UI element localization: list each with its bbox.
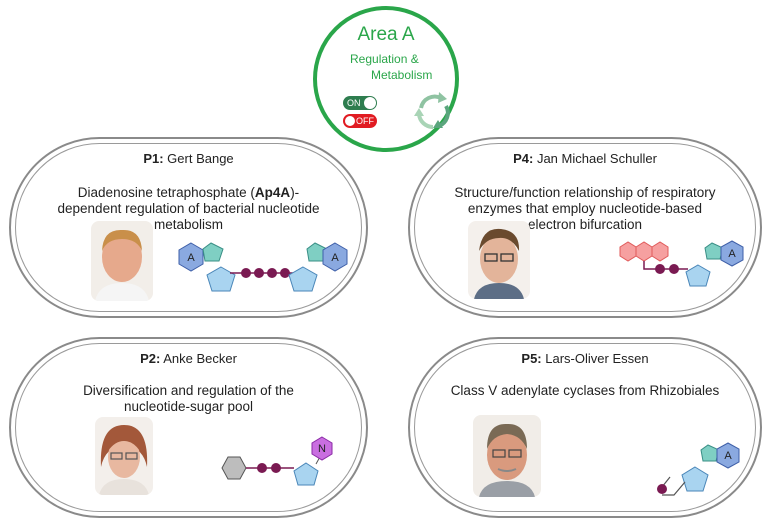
project-p5-description: Class V adenylate cyclases from Rhizobia… (430, 383, 740, 399)
p4-label-a: A (728, 248, 736, 260)
portrait-photo (468, 221, 530, 299)
p1-desc-line3: metabolism (153, 217, 224, 232)
off-toggle-label: OFF (356, 116, 374, 126)
fad-molecule-icon: A (619, 240, 744, 287)
project-p1-description: Diadenosine tetraphosphate (Ap4A)- depen… (41, 185, 336, 233)
p1-desc-post: )- (290, 185, 300, 200)
area-a-circle: Area A Regulation & Metabolism ON OFF (313, 6, 459, 152)
nucleotide-sugar-molecule-icon: N (221, 436, 333, 486)
portrait-photo (91, 221, 153, 301)
p5-desc-line1: Class V adenylate cyclases from Rhizobia… (450, 383, 720, 398)
project-p5-name: Lars-Oliver Essen (545, 351, 649, 366)
portrait-photo (473, 415, 541, 497)
p4-desc-line3: electron bifurcation (527, 217, 643, 232)
p2-label-n: N (318, 443, 326, 455)
off-toggle-knob (344, 115, 356, 127)
project-p4-description: Structure/function relationship of respi… (440, 185, 730, 233)
p2-desc-line1: Diversification and regulation of the (83, 383, 294, 398)
area-subtitle-line2: Metabolism (371, 68, 433, 82)
project-p5-id: P5: (521, 351, 542, 366)
on-toggle-label: ON (347, 98, 361, 108)
project-p2-header: P2: Anke Becker (11, 351, 366, 366)
p1-desc-pre: Diadenosine tetraphosphate ( (77, 185, 255, 200)
p1-label-a-left: A (187, 252, 195, 264)
area-title: Area A (357, 24, 415, 45)
p4-desc-line2: enzymes that employ nucleotide-based (467, 201, 703, 216)
on-toggle: ON (343, 96, 377, 110)
project-p1-name: Gert Bange (167, 151, 234, 166)
project-p2-id: P2: (140, 351, 161, 366)
portrait-photo (95, 417, 153, 495)
project-p1-id: P1: (143, 151, 164, 166)
project-p2-description: Diversification and regulation of the nu… (41, 383, 336, 415)
project-p4-name: Jan Michael Schuller (536, 151, 657, 166)
ap4a-molecule-icon: A A (178, 242, 348, 292)
cycle-arrows-icon (414, 92, 450, 130)
p1-desc-bold: Ap4A (254, 185, 291, 200)
project-p4-header: P4: Jan Michael Schuller (410, 151, 760, 166)
p1-desc-line2: dependent regulation of bacterial nucleo… (57, 201, 320, 216)
on-toggle-knob (364, 97, 376, 109)
project-p4-card: P4: Jan Michael Schuller Structure/funct… (408, 137, 762, 318)
p5-label-a: A (724, 450, 732, 462)
project-p5-card: P5: Lars-Oliver Essen Class V adenylate … (408, 337, 762, 518)
camp-molecule-icon: A (657, 442, 740, 496)
project-p2-card: P2: Anke Becker Diversification and regu… (9, 337, 368, 518)
project-p1-card: P1: Gert Bange Diadenosine tetraphosphat… (9, 137, 368, 318)
project-p1-header: P1: Gert Bange (11, 151, 366, 166)
project-p2-name: Anke Becker (163, 351, 237, 366)
project-p5-header: P5: Lars-Oliver Essen (410, 351, 760, 366)
area-subtitle-line1: Regulation & (350, 52, 419, 66)
project-p4-id: P4: (513, 151, 534, 166)
p4-desc-line1: Structure/function relationship of respi… (454, 185, 716, 200)
p1-label-a-right: A (331, 252, 339, 264)
off-toggle: OFF (343, 114, 377, 128)
p2-desc-line2: nucleotide-sugar pool (123, 399, 254, 414)
